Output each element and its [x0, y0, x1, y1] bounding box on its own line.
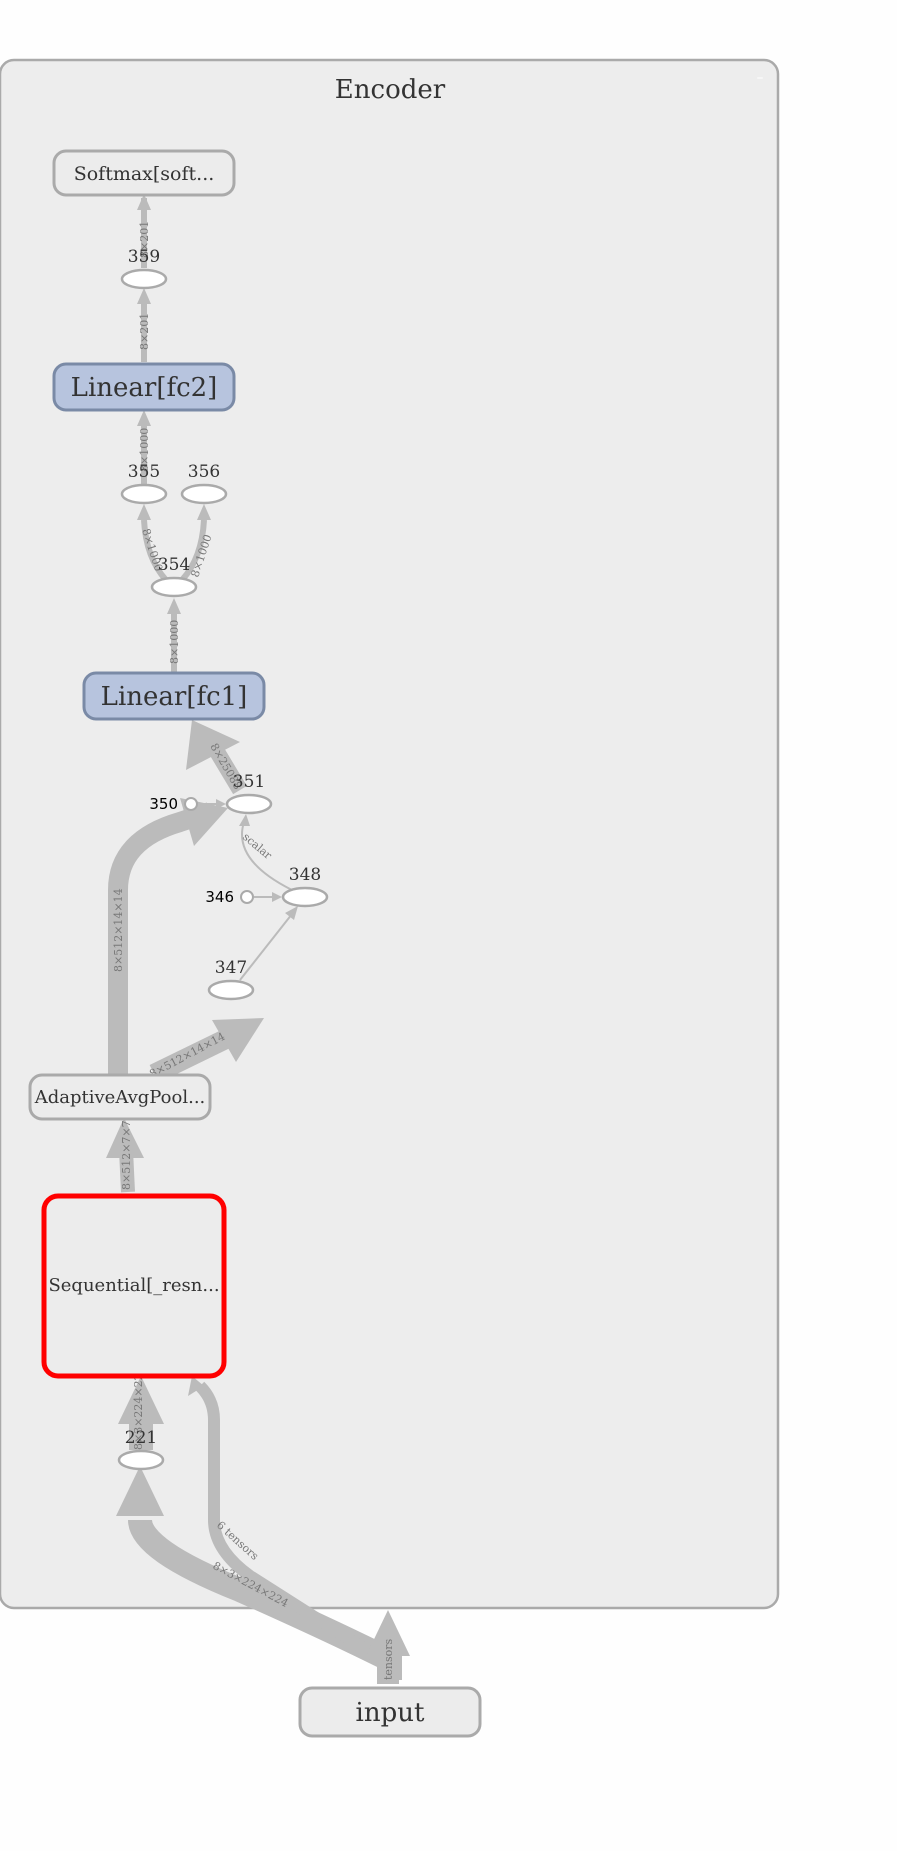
- node-softmax[interactable]: Softmax[soft...: [52, 149, 236, 197]
- edge-label: tensors: [382, 1638, 395, 1680]
- edge-arrow: [188, 1376, 204, 1396]
- node-op-348-label: 348: [289, 865, 321, 885]
- node-const-350-label: 350: [149, 795, 178, 813]
- edge-arrow: [366, 1610, 410, 1656]
- node-op-359[interactable]: 359: [120, 247, 168, 290]
- edge-label: 8×1000: [168, 620, 181, 664]
- node-linear-fc1-label: Linear[fc1]: [101, 682, 248, 712]
- edge-arrow: [272, 892, 282, 902]
- edge-label: 8×3×224×224: [132, 1366, 145, 1450]
- collapse-icon[interactable]: –: [757, 70, 764, 86]
- node-op-355[interactable]: 355: [120, 462, 168, 505]
- node-input[interactable]: input: [298, 1686, 482, 1738]
- node-op-356-label: 356: [188, 462, 220, 482]
- edge-pool-351[interactable]: [108, 802, 214, 1074]
- node-sequential-label: Sequential[_resn...: [48, 1275, 219, 1296]
- node-adaptive-avg-pool[interactable]: AdaptiveAvgPool...: [28, 1073, 212, 1121]
- node-op-221-label: 221: [125, 1428, 157, 1448]
- edges: [106, 194, 410, 1684]
- node-linear-fc2[interactable]: Linear[fc2]: [52, 362, 236, 412]
- edge-arrow: [137, 504, 151, 520]
- edge-347-348[interactable]: [239, 913, 293, 981]
- edge-arrow: [285, 906, 298, 920]
- edge-pool-347[interactable]: [149, 1025, 241, 1083]
- node-op-347-label: 347: [215, 958, 247, 978]
- edge-label: 8×201: [138, 313, 151, 350]
- edge-input-seq[interactable]: [195, 1381, 386, 1666]
- edge-arrow: [118, 1376, 164, 1424]
- edge-arrow: [167, 598, 181, 614]
- node-op-351[interactable]: 351: [225, 772, 273, 815]
- edge-label: 8×1000: [138, 428, 151, 472]
- node-linear-fc1[interactable]: Linear[fc1]: [82, 671, 266, 721]
- node-const-350[interactable]: 350: [149, 795, 198, 813]
- edge-arrow: [212, 1018, 264, 1062]
- node-op-356[interactable]: 356: [180, 462, 228, 505]
- edge-label: 8×512×14×14: [112, 888, 125, 972]
- node-op-354-label: 354: [158, 555, 190, 575]
- node-op-351-label: 351: [233, 772, 265, 792]
- edge-arrow: [239, 814, 250, 826]
- node-op-354[interactable]: 354: [150, 555, 198, 598]
- edge-arrow: [186, 720, 240, 770]
- node-linear-fc2-label: Linear[fc2]: [71, 373, 218, 403]
- node-const-346-label: 346: [205, 888, 234, 906]
- node-op-347[interactable]: 347: [207, 958, 255, 1001]
- edge-label: 8×201: [138, 221, 151, 258]
- node-op-359-label: 359: [128, 247, 160, 267]
- node-op-355-label: 355: [128, 462, 160, 482]
- encoder-title: Encoder: [335, 75, 446, 105]
- node-adaptive-avg-pool-label: AdaptiveAvgPool...: [34, 1087, 206, 1108]
- node-op-348[interactable]: 348: [281, 865, 329, 908]
- edge-arrow: [137, 288, 151, 304]
- node-op-221[interactable]: 221: [117, 1428, 165, 1471]
- edge-arrow: [197, 504, 211, 520]
- edge-354-355[interactable]: [141, 519, 169, 583]
- edge-arrow: [137, 194, 151, 210]
- edge-arrow: [116, 1466, 164, 1516]
- edge-arrow: [106, 1118, 144, 1158]
- node-const-346[interactable]: 346: [205, 888, 254, 906]
- edge-348-351[interactable]: [241, 821, 293, 891]
- edge-354-356[interactable]: [179, 519, 207, 583]
- node-sequential[interactable]: Sequential[_resn...: [41, 1193, 227, 1379]
- node-softmax-label: Softmax[soft...: [74, 163, 215, 185]
- node-input-label: input: [356, 1698, 425, 1728]
- edge-label: 8×512×7×7: [120, 1120, 133, 1190]
- edge-arrow: [137, 410, 151, 426]
